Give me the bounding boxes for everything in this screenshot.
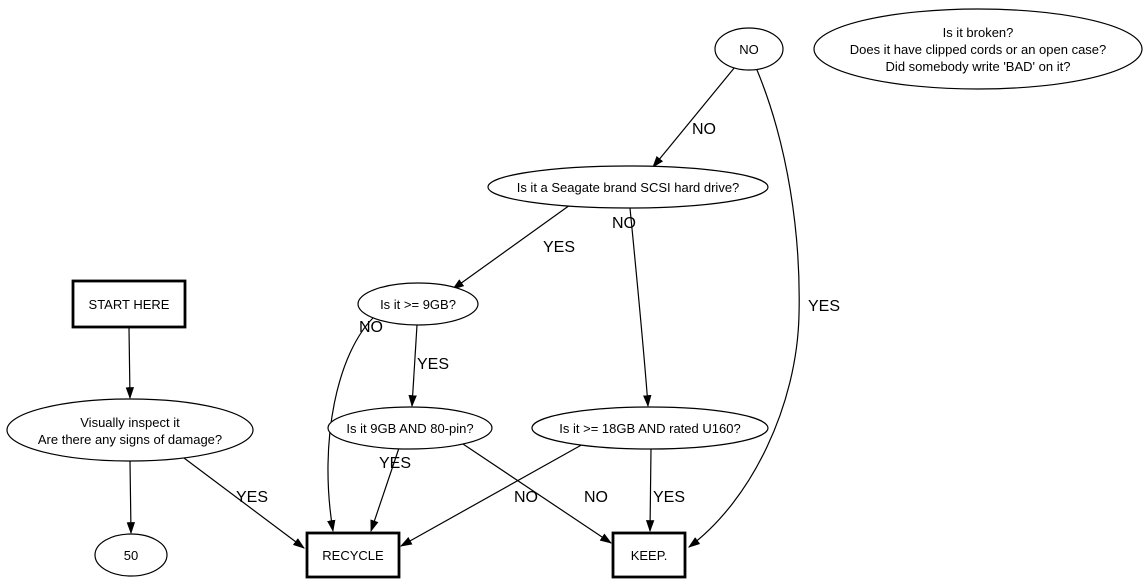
fifty-label: 50 [124, 548, 138, 563]
start-box [71, 279, 187, 329]
pin80-question-label: Is it 9GB AND 80-pin? [346, 421, 473, 436]
gte9gb-question-label: Is it >= 9GB? [380, 297, 456, 312]
node-u160-question: Is it >= 18GB AND rated U160? [531, 406, 769, 450]
edge-pin80-to-recycle-arrow [370, 447, 400, 533]
edge-seagate-to-gte9gb-arrow [452, 204, 571, 290]
edge-label-pin80-to-recycle: YES [379, 455, 411, 472]
broken-question-line3: Did somebody write 'BAD' on it? [886, 59, 1071, 74]
edge-label-u160-to-recycle: NO [584, 489, 608, 506]
node-start: START HERE [71, 279, 187, 329]
edge-label-inspect-to-recycle: YES [236, 489, 268, 506]
node-pin80-question: Is it 9GB AND 80-pin? [327, 406, 493, 450]
node-no: NO [714, 27, 784, 71]
edge-start-to-inspect-arrow [125, 327, 135, 400]
inspect-question-ellipse [6, 398, 254, 462]
fifty-ellipse [94, 533, 168, 577]
edge-label-u160-to-keep: YES [653, 489, 685, 506]
node-recycle: RECYCLE [305, 531, 401, 579]
edge-u160-to-keep-arrow [645, 448, 655, 533]
edge-label-seagate-to-gte9gb: YES [543, 239, 575, 256]
broken-question-line1: Is it broken? [943, 25, 1014, 40]
edge-pin80-to-keep-arrow [462, 443, 612, 544]
inspect-question-line1: Visually inspect it [80, 415, 180, 430]
node-seagate-question: Is it a Seagate brand SCSI hard drive? [487, 165, 769, 209]
node-keep: KEEP. [611, 531, 687, 579]
gte9gb-question-ellipse [357, 282, 479, 326]
recycle-box [305, 531, 401, 579]
inspect-question-line2: Are there any signs of damage? [38, 432, 222, 447]
edge-label-gte9gb-to-recycle: NO [359, 319, 383, 336]
broken-question-ellipse [813, 8, 1143, 90]
node-broken-question: Is it broken? Does it have clipped cords… [813, 8, 1143, 90]
keep-box [611, 531, 687, 579]
pin80-question-ellipse [327, 406, 493, 450]
edge-inspect-to-fifty-arrow [126, 460, 136, 535]
edge-label-gte9gb-to-pin80: YES [417, 356, 449, 373]
edge-no-to-seagate-arrow [652, 66, 736, 168]
broken-question-line2: Does it have clipped cords or an open ca… [850, 42, 1107, 57]
keep-label: KEEP. [631, 548, 668, 563]
edge-label-no-to-seagate: NO [692, 121, 716, 138]
seagate-question-label: Is it a Seagate brand SCSI hard drive? [517, 180, 740, 195]
edge-label-no-to-keep: YES [808, 298, 840, 315]
start-label: START HERE [89, 297, 170, 312]
edge-inspect-to-recycle-arrow [179, 454, 305, 549]
no-node-label: NO [739, 42, 759, 57]
edge-gte9gb-to-pin80-arrow [408, 324, 418, 408]
edge-no-to-keep-arrow [688, 69, 800, 548]
no-node-ellipse [714, 27, 784, 71]
edge-label-pin80-to-keep: NO [514, 489, 538, 506]
seagate-question-ellipse [487, 165, 769, 209]
edge-labels: NO YES YES NO NO YES YES NO NO YES YES [236, 121, 840, 506]
recycle-label: RECYCLE [322, 548, 384, 563]
edge-gte9gb-to-recycle-arrow [327, 316, 375, 533]
edge-u160-to-recycle-arrow [399, 442, 586, 547]
node-gte9gb-question: Is it >= 9GB? [357, 282, 479, 326]
edges [125, 66, 800, 549]
node-inspect-question: Visually inspect it Are there any signs … [6, 398, 254, 462]
edge-label-seagate-to-u160: NO [612, 215, 636, 232]
edge-seagate-to-u160-arrow [629, 207, 652, 408]
u160-question-label: Is it >= 18GB AND rated U160? [559, 421, 740, 436]
node-fifty: 50 [94, 533, 168, 577]
u160-question-ellipse [531, 406, 769, 450]
